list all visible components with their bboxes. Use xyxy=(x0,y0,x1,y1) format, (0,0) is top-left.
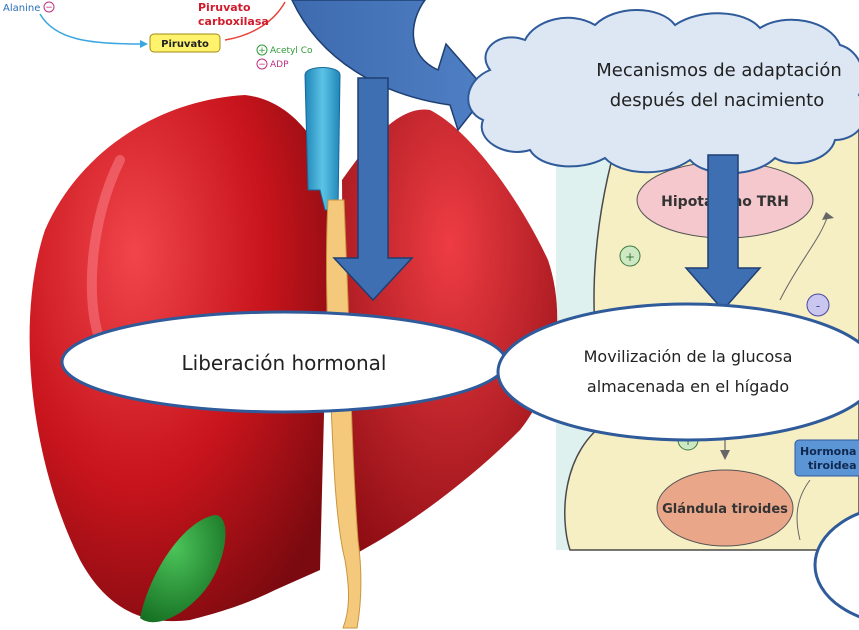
adaptation-line1: Mecanismos de adaptación xyxy=(596,60,842,81)
glucose-mobilization-callout: Movilización de la glucosa almacenada en… xyxy=(498,304,859,440)
enzyme-label-2: carboxilasa xyxy=(198,15,269,28)
pathway-panel: Alanine − Piruvato carboxilasa Piruvato … xyxy=(0,0,313,80)
thyroid-hormone-label-1: Hormona xyxy=(800,445,856,458)
adp-label: ADP xyxy=(270,60,289,70)
vena-cava xyxy=(305,68,340,211)
alanine-label: Alanine xyxy=(3,3,40,14)
hormonal-release-label: Liberación hormonal xyxy=(182,351,387,375)
svg-text:-: - xyxy=(816,299,820,313)
hormonal-release-callout: Liberación hormonal xyxy=(62,312,506,412)
acetyl-label: Acetyl Co xyxy=(270,46,313,56)
enzyme-label-1: Piruvato xyxy=(198,1,251,14)
thyroid-hormone-label-2: tiroidea xyxy=(808,459,857,472)
thyroid-gland-label: Glándula tiroides xyxy=(662,502,788,517)
svg-text:−: − xyxy=(258,60,266,70)
svg-text:+: + xyxy=(625,250,635,264)
glucose-line2: almacenada en el hígado xyxy=(587,377,789,396)
glucose-line1: Movilización de la glucosa xyxy=(584,347,793,366)
svg-text:−: − xyxy=(45,3,53,13)
adaptation-line2: después del nacimiento xyxy=(610,90,825,111)
svg-text:+: + xyxy=(258,46,266,56)
adaptation-cloud: Mecanismos de adaptación después del nac… xyxy=(468,10,859,173)
pyruvate-label: Piruvato xyxy=(161,39,209,50)
